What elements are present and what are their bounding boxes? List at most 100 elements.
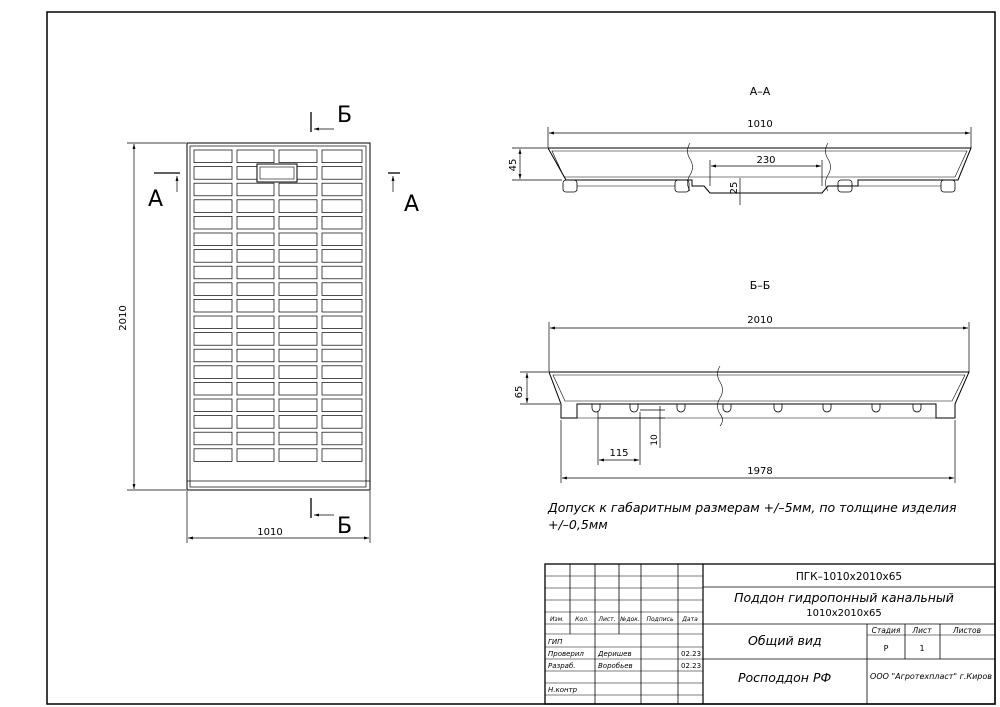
plan-cell [321,398,363,412]
aa-break-1 [687,142,693,192]
plan-cell [193,332,233,346]
plan-cell [193,415,233,429]
sheets-header: Листов [952,626,981,635]
plan-cell [321,182,363,197]
plan-cell [278,382,318,396]
col-header-ndoc: №док. [619,616,640,623]
view-name: Общий вид [748,633,822,648]
tray-outline [186,142,371,491]
section-a-letter-right: А [404,192,419,217]
bb-notch [722,404,732,413]
plan-cell [321,216,363,230]
aa-h-dim-text: 45 [508,159,519,172]
title-block [544,563,996,705]
plan-cell [236,199,275,213]
plan-cell [321,365,363,379]
bb-notch [591,404,601,413]
bb-bt-dim-text: 1978 [747,466,772,477]
plan-cell [278,182,318,197]
product-name: Поддон гидропонный канальный [734,590,954,605]
label-pad-inner [259,166,295,180]
plan-cell [236,332,275,346]
plan-cell [193,232,233,246]
plan-cell [321,315,363,329]
plan-cell [278,448,318,462]
plan-cell [278,398,318,412]
sheet-header: Лист [911,626,932,635]
plan-cell [193,299,233,313]
plan-cell [236,216,275,230]
col-header-list: Лист. [597,616,615,623]
role-gip: ГИП [548,638,563,646]
bb-h-dim-text: 65 [514,386,525,399]
plan-cell [278,232,318,246]
section-bb-title: Б–Б [750,279,771,292]
plan-cell [193,166,233,180]
plan-cell [236,299,275,313]
plan-cell [321,348,363,363]
aa-break-2 [825,142,831,192]
dim-height-text: 2010 [118,305,129,330]
company-name: Росподдон РФ [738,670,831,685]
plan-cell [236,398,275,412]
bb-sp-dim-text: 115 [609,448,628,459]
bb-inner [552,374,966,402]
plan-cell [193,249,233,263]
aa-inner [551,150,968,178]
section-bb: Б–Б 2010 65 115 10 1978 [514,279,970,483]
plan-cell [321,199,363,213]
plan-cell [321,299,363,313]
plan-cell [236,448,275,462]
aa-foot-1 [562,179,578,193]
plan-cell [278,199,318,213]
plan-cell [193,382,233,396]
plan-view: 2010 1010 А А Б Б [118,103,419,543]
bb-notches [591,404,922,413]
aa-d-dim-text: 25 [729,182,740,195]
tolerance-note-line1: Допуск к габаритным размерам +/–5мм, по … [547,500,957,515]
stage-value: Р [884,644,889,653]
aa-profile [547,147,972,194]
plan-cell [193,365,233,379]
plan-cell [193,199,233,213]
sheet-value: 1 [919,644,924,653]
plan-cell [193,398,233,412]
plan-cell [236,382,275,396]
plan-cell [278,216,318,230]
plan-cell [193,315,233,329]
role-ncontrol: Н.контр [548,686,578,694]
product-size: 1010х2010х65 [806,608,881,619]
bb-break [717,365,723,427]
section-b-letter-bottom: Б [337,514,352,539]
plan-cell [236,249,275,263]
col-header-date: Дата [681,616,698,623]
section-aa: А–А 1010 45 230 25 [508,85,972,205]
name-developed: Воробьев [598,662,633,670]
plan-cell [321,232,363,246]
stage-header: Стадия [872,626,901,635]
tray-rim [189,145,367,488]
plan-cell [193,216,233,230]
plan-cell [321,448,363,462]
name-checked: Деришев [597,650,632,658]
aa-foot-4 [940,179,956,193]
plan-cell [321,249,363,263]
tolerance-note-line2: +/–0,5мм [548,517,608,532]
plan-cell [236,265,275,280]
plan-cell [278,348,318,363]
bottom-lip [186,480,371,491]
plan-cell [278,299,318,313]
bb-notch [773,404,783,413]
plan-cell [193,348,233,363]
role-checked: Проверил [548,650,584,658]
aa-dim-total-text: 1010 [747,119,772,130]
plan-cell [321,332,363,346]
plan-cell [321,382,363,396]
plan-cell [278,149,318,163]
date-checked: 02.23 [681,650,701,658]
plan-cell [193,265,233,280]
section-a-letter-left: А [148,187,163,212]
plan-cell [278,415,318,429]
bb-notch [871,404,881,413]
